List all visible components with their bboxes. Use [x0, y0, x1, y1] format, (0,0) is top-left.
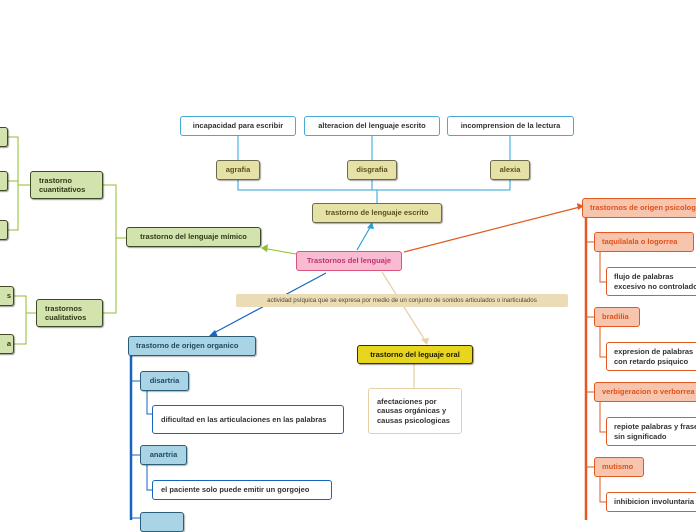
oral-desc[interactable]: afectaciones por causas orgánicas y caus…	[368, 388, 462, 434]
organic-desc-anartria[interactable]: el paciente solo puede emitir un gorgoje…	[152, 480, 332, 500]
psycho-item-taquilalia[interactable]: taquilalala o logorrea	[594, 232, 694, 252]
organic-origin-topic[interactable]: trastorno de origen organico	[128, 336, 256, 356]
mimic-quant-child-1[interactable]	[0, 127, 8, 147]
psycho-item-bradilia[interactable]: bradilia	[594, 307, 640, 327]
mimic-language-topic[interactable]: trastorno del lenguaje mímico	[126, 227, 261, 247]
written-desc-alexia[interactable]: incomprension de la lectura	[447, 116, 574, 136]
mimic-qual-child-1[interactable]: s	[0, 286, 14, 306]
psycho-desc-verbigeracion[interactable]: repiote palabras y frases sin significad…	[606, 417, 696, 446]
mimic-qualitative[interactable]: trastornos cualitativos	[36, 299, 103, 327]
mimic-qual-child-2[interactable]: a	[0, 334, 14, 354]
psycho-desc-bradilia[interactable]: expresion de palabras con retardo psiqui…	[606, 342, 696, 371]
root-topic[interactable]: Trastornos del lenguaje	[296, 251, 402, 271]
psycho-origin-topic[interactable]: trastornos de origen psicologico	[582, 198, 696, 218]
psycho-desc-mutismo[interactable]: inhibicion involuntaria	[606, 492, 696, 512]
psycho-desc-taquilalia[interactable]: flujo de palabras excesivo no controlado	[606, 267, 696, 296]
written-language-topic[interactable]: trastorno de lenguaje escrito	[312, 203, 442, 223]
organic-item-disartria[interactable]: disartria	[140, 371, 189, 391]
oral-link-label: actividad psíquica que se expresa por me…	[236, 294, 568, 307]
written-desc-disgrafia[interactable]: alteracion del lenguaje escrito	[304, 116, 440, 136]
organic-item-anartria[interactable]: anartria	[140, 445, 187, 465]
mimic-quant-child-3[interactable]	[0, 220, 8, 240]
oral-language-topic[interactable]: trastorno del leguaje oral	[357, 345, 473, 364]
mimic-quant-child-2[interactable]	[0, 171, 8, 191]
connection-lines	[8, 136, 606, 520]
organic-desc-disartria[interactable]: dificultad en las articulaciones en las …	[152, 405, 344, 434]
written-item-alexia[interactable]: alexia	[490, 160, 530, 180]
psycho-item-mutismo[interactable]: mutismo	[594, 457, 644, 477]
mimic-quantitative[interactable]: trastorno cuantitativos	[30, 171, 103, 199]
psycho-item-verbigeracion[interactable]: verbigeracion o verborrea	[594, 382, 696, 402]
written-desc-agrafia[interactable]: incapacidad para escribir	[180, 116, 296, 136]
written-item-disgrafia[interactable]: disgrafia	[347, 160, 397, 180]
organic-item-3[interactable]	[140, 512, 184, 532]
written-item-agrafia[interactable]: agrafia	[216, 160, 260, 180]
